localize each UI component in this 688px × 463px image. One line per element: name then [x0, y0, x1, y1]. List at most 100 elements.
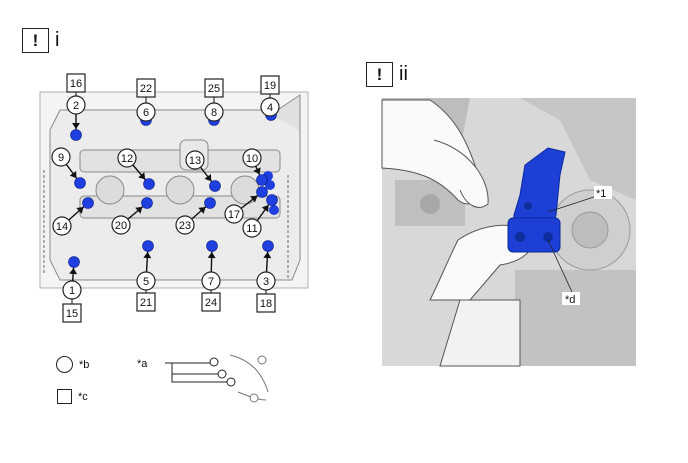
bolt-marker	[256, 174, 268, 186]
arrow-head-icon	[76, 206, 84, 214]
arrow-head-icon	[69, 170, 77, 179]
arrow-head-icon	[143, 251, 152, 259]
order-circle	[51, 147, 71, 167]
bolt-marker	[266, 194, 278, 206]
bolt-callout-9: 9	[51, 147, 86, 189]
bolt-marker	[262, 240, 274, 252]
order-number: 3	[263, 276, 269, 288]
order-number: 10	[246, 153, 258, 165]
order-number: 14	[56, 221, 68, 233]
bolt-callout-13: 13	[185, 150, 221, 192]
bolt-callout-14: 14	[52, 197, 94, 236]
caution-mark-box: !	[366, 62, 393, 87]
order-circle	[242, 148, 262, 168]
order-number: 5	[143, 276, 149, 288]
arrow-head-icon	[207, 251, 216, 259]
order-number: 20	[115, 220, 127, 232]
bolt-callout-2: 2 16	[66, 73, 86, 141]
order-number: 4	[267, 102, 273, 114]
order-number: 2	[73, 100, 79, 112]
bolt-marker	[206, 240, 218, 252]
order-number: 17	[228, 209, 240, 221]
order-circle	[224, 204, 244, 224]
order-circle	[52, 216, 72, 236]
step-number: 16	[70, 78, 82, 90]
bolt-marker	[74, 177, 86, 189]
step-square	[66, 73, 86, 93]
installation-photo: *1 *d	[381, 98, 636, 367]
order-number: 13	[189, 155, 201, 167]
step-square	[201, 292, 221, 312]
section-roman-numeral: i	[55, 29, 60, 51]
bolt-marker	[82, 197, 94, 209]
bolt-callout-4: 4 19	[260, 75, 280, 121]
inset-detail: *a	[137, 354, 269, 403]
step-number: 25	[208, 83, 220, 95]
order-number: 8	[211, 107, 217, 119]
arrow-head-icon	[135, 206, 143, 214]
bolt-callout-11: 11	[242, 194, 278, 238]
bolt-marker	[265, 180, 275, 190]
legend-square-row: *c	[57, 389, 88, 404]
caution-mark-box: !	[22, 28, 49, 53]
part-callout: *1	[596, 188, 606, 200]
arrow-head-icon	[263, 251, 272, 259]
order-circle	[111, 215, 131, 235]
arrow-head-icon	[250, 195, 258, 203]
arrow-head-icon	[138, 172, 146, 180]
blue-tool	[507, 147, 566, 253]
order-circle	[242, 218, 262, 238]
bolt-callout-23: 23	[175, 197, 216, 235]
legend-circle-row: *b	[56, 356, 89, 373]
bolt-marker	[269, 205, 279, 215]
step-square	[260, 75, 280, 95]
section-ii-label: ! ii	[366, 62, 408, 87]
step-number: 21	[140, 297, 152, 309]
order-circle	[175, 215, 195, 235]
step-square	[136, 78, 156, 98]
bolt-callout-6: 622	[136, 78, 156, 126]
step-square	[62, 303, 82, 323]
bolt-marker	[68, 256, 80, 268]
bolt-callout-7: 7 24	[201, 240, 221, 312]
tool-callout: *d	[565, 294, 575, 306]
bolt-marker	[141, 197, 153, 209]
bolt-callout-3: 3 18	[256, 240, 276, 313]
step-number: 18	[260, 298, 272, 310]
bolt-marker	[256, 186, 268, 198]
order-circle	[185, 150, 205, 170]
bolt-marker	[142, 240, 154, 252]
arrow-head-icon	[69, 267, 78, 275]
bolt-callout-10: 10	[242, 148, 268, 186]
bolt-callout-1: 115	[62, 256, 82, 323]
order-number: 1	[69, 285, 75, 297]
step-square	[136, 292, 156, 312]
inset-label: *a	[137, 358, 148, 370]
order-number: 11	[246, 223, 257, 235]
order-number: 7	[208, 276, 214, 288]
arrow-head-icon	[253, 167, 261, 175]
legend-square-label: *c	[78, 390, 88, 403]
step-number: 19	[264, 80, 276, 92]
step-number: 22	[140, 83, 152, 95]
bolt-marker	[70, 129, 82, 141]
section-roman-numeral: ii	[399, 63, 408, 85]
step-number: 24	[205, 297, 217, 309]
bolt-callout-layer: 115 2 16 3 18 4 19 5 21 622 7 24 8 25 9 10 11 12 13 14 17 20 2…	[51, 73, 280, 323]
order-number: 12	[121, 153, 133, 165]
step-square	[204, 78, 224, 98]
order-circle	[117, 148, 137, 168]
bolt-callout-20: 20	[111, 197, 153, 235]
order-number: 9	[58, 152, 64, 164]
arrow-head-icon	[204, 174, 212, 182]
order-number: 23	[179, 220, 191, 232]
section-i-label: ! i	[22, 28, 59, 53]
bolt-callout-8: 8 25	[204, 78, 224, 126]
legend-square-symbol	[57, 389, 72, 404]
bolt-marker	[204, 197, 216, 209]
bolt-callout-17: 17	[224, 186, 268, 224]
arrow-head-icon	[261, 204, 269, 213]
legend-circle-symbol	[56, 356, 73, 373]
bolt-marker	[209, 180, 221, 192]
